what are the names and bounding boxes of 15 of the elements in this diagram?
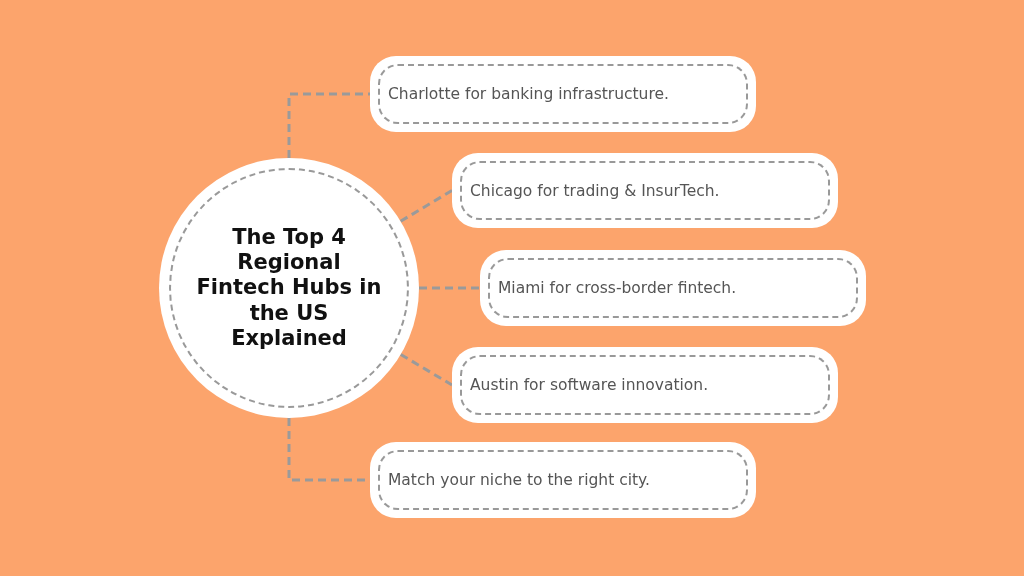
hub-label: Charlotte for banking infrastructure. <box>388 85 669 103</box>
hub-card <box>452 347 838 423</box>
connector-line <box>399 353 453 387</box>
hub-card <box>452 153 838 228</box>
hub-card <box>370 442 756 518</box>
hub-label: Miami for cross-border fintech. <box>498 279 737 297</box>
connector-line <box>399 189 453 223</box>
center-label: The Top 4 Regional Fintech Hubs in the US Explained <box>195 225 383 351</box>
hub-card <box>480 250 866 326</box>
hub-card <box>370 56 756 132</box>
hub-label: Match your niche to the right city. <box>388 471 650 489</box>
connector-line <box>287 92 370 158</box>
hub-label: Chicago for trading & InsurTech. <box>470 181 720 200</box>
hub-label: Austin for software innovation. <box>470 376 709 394</box>
connector-line <box>419 286 480 290</box>
